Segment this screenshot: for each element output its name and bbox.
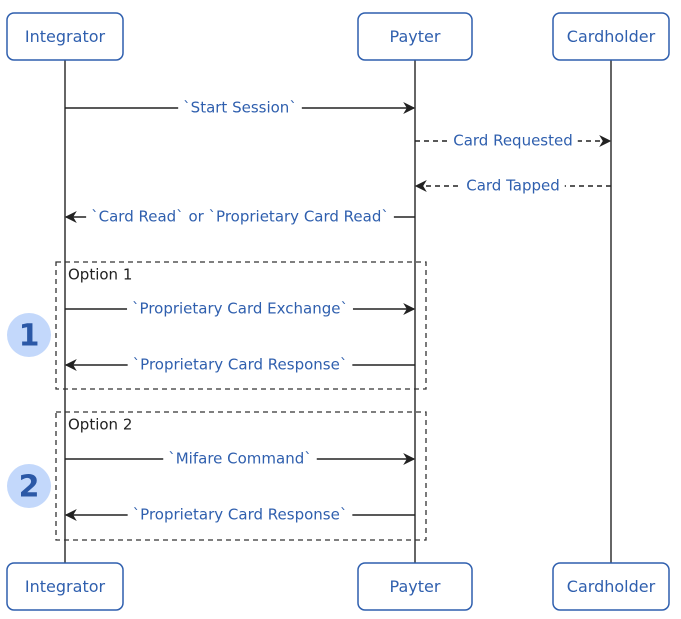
message-5: `Proprietary Card Exchange`	[65, 299, 416, 318]
participant-box	[552, 562, 670, 611]
message-7: `Mifare Command`	[65, 449, 416, 468]
message-4: `Card Read` or `Proprietary Card Read`	[64, 207, 415, 226]
message-label: `Mifare Command`	[168, 450, 312, 468]
message-6: `Proprietary Card Response`	[64, 355, 415, 374]
participant-label: Cardholder	[567, 577, 656, 596]
message-label-background	[127, 299, 353, 318]
participant-label: Integrator	[25, 577, 106, 596]
message-label: `Start Session`	[183, 99, 297, 117]
participant-cardholder-bottom[interactable]: Cardholder	[552, 562, 670, 611]
badge-number: 2	[19, 470, 40, 505]
message-label: `Card Read` or `Proprietary Card Read`	[91, 208, 389, 226]
message-label-background	[178, 98, 302, 117]
participant-payter-bottom[interactable]: Payter	[357, 562, 473, 611]
frame-label: Option 2	[68, 416, 132, 434]
message-label-background	[448, 131, 578, 150]
message-label: `Proprietary Card Response`	[133, 506, 348, 524]
step-badge-2: 2	[7, 464, 51, 508]
message-label-background	[86, 207, 394, 226]
participant-integrator-top[interactable]: Integrator	[6, 12, 124, 61]
option-frame-1: Option 1	[55, 261, 427, 390]
message-8: `Proprietary Card Response`	[64, 505, 415, 524]
participant-box	[6, 12, 124, 61]
message-2: Card Requested	[415, 131, 612, 150]
participant-cardholder-top[interactable]: Cardholder	[552, 12, 670, 61]
badge-circle	[7, 464, 51, 508]
message-label: `Proprietary Card Response`	[133, 356, 348, 374]
frame-label: Option 1	[68, 266, 132, 284]
message-label-background	[127, 355, 353, 374]
step-badge-1: 1	[7, 313, 51, 357]
participant-box	[6, 562, 124, 611]
participant-label: Payter	[390, 577, 441, 596]
participant-box	[357, 12, 473, 61]
participant-payter-top[interactable]: Payter	[357, 12, 473, 61]
participant-integrator-bottom[interactable]: Integrator	[6, 562, 124, 611]
message-label: Card Requested	[453, 132, 573, 150]
message-3: Card Tapped	[414, 176, 611, 195]
message-label-background	[461, 176, 565, 195]
message-label-background	[127, 505, 353, 524]
participant-box	[552, 12, 670, 61]
participant-label: Integrator	[25, 27, 106, 46]
message-1: `Start Session`	[65, 98, 416, 117]
option-frame-2: Option 2	[55, 411, 427, 541]
participant-label: Cardholder	[567, 27, 656, 46]
message-label: `Proprietary Card Exchange`	[132, 300, 348, 318]
participant-box	[357, 562, 473, 611]
message-label-background	[163, 449, 317, 468]
message-label: Card Tapped	[466, 177, 560, 195]
badge-number: 1	[19, 319, 40, 354]
badge-circle	[7, 313, 51, 357]
participant-label: Payter	[390, 27, 441, 46]
